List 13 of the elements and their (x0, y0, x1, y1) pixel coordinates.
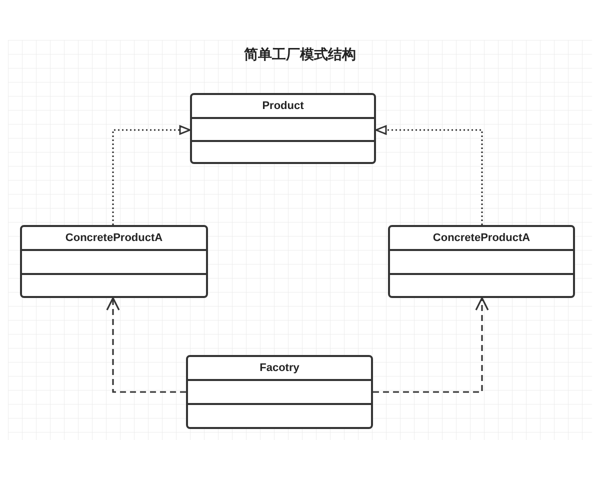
class-name: Facotry (188, 357, 371, 381)
class-box (388, 225, 575, 298)
dependency-arrow (373, 297, 489, 393)
class-box (186, 355, 373, 429)
class-name: ConcreteProductA (22, 227, 206, 251)
class-name: ConcreteProductA (390, 227, 573, 251)
class-box (190, 93, 376, 164)
dependency-arrow (106, 297, 186, 393)
realization-arrow (112, 125, 191, 225)
class-box (20, 225, 208, 298)
diagram-title: 简单工厂模式结构 (244, 46, 356, 64)
class-name: Product (192, 95, 374, 119)
realization-arrow (375, 125, 483, 225)
